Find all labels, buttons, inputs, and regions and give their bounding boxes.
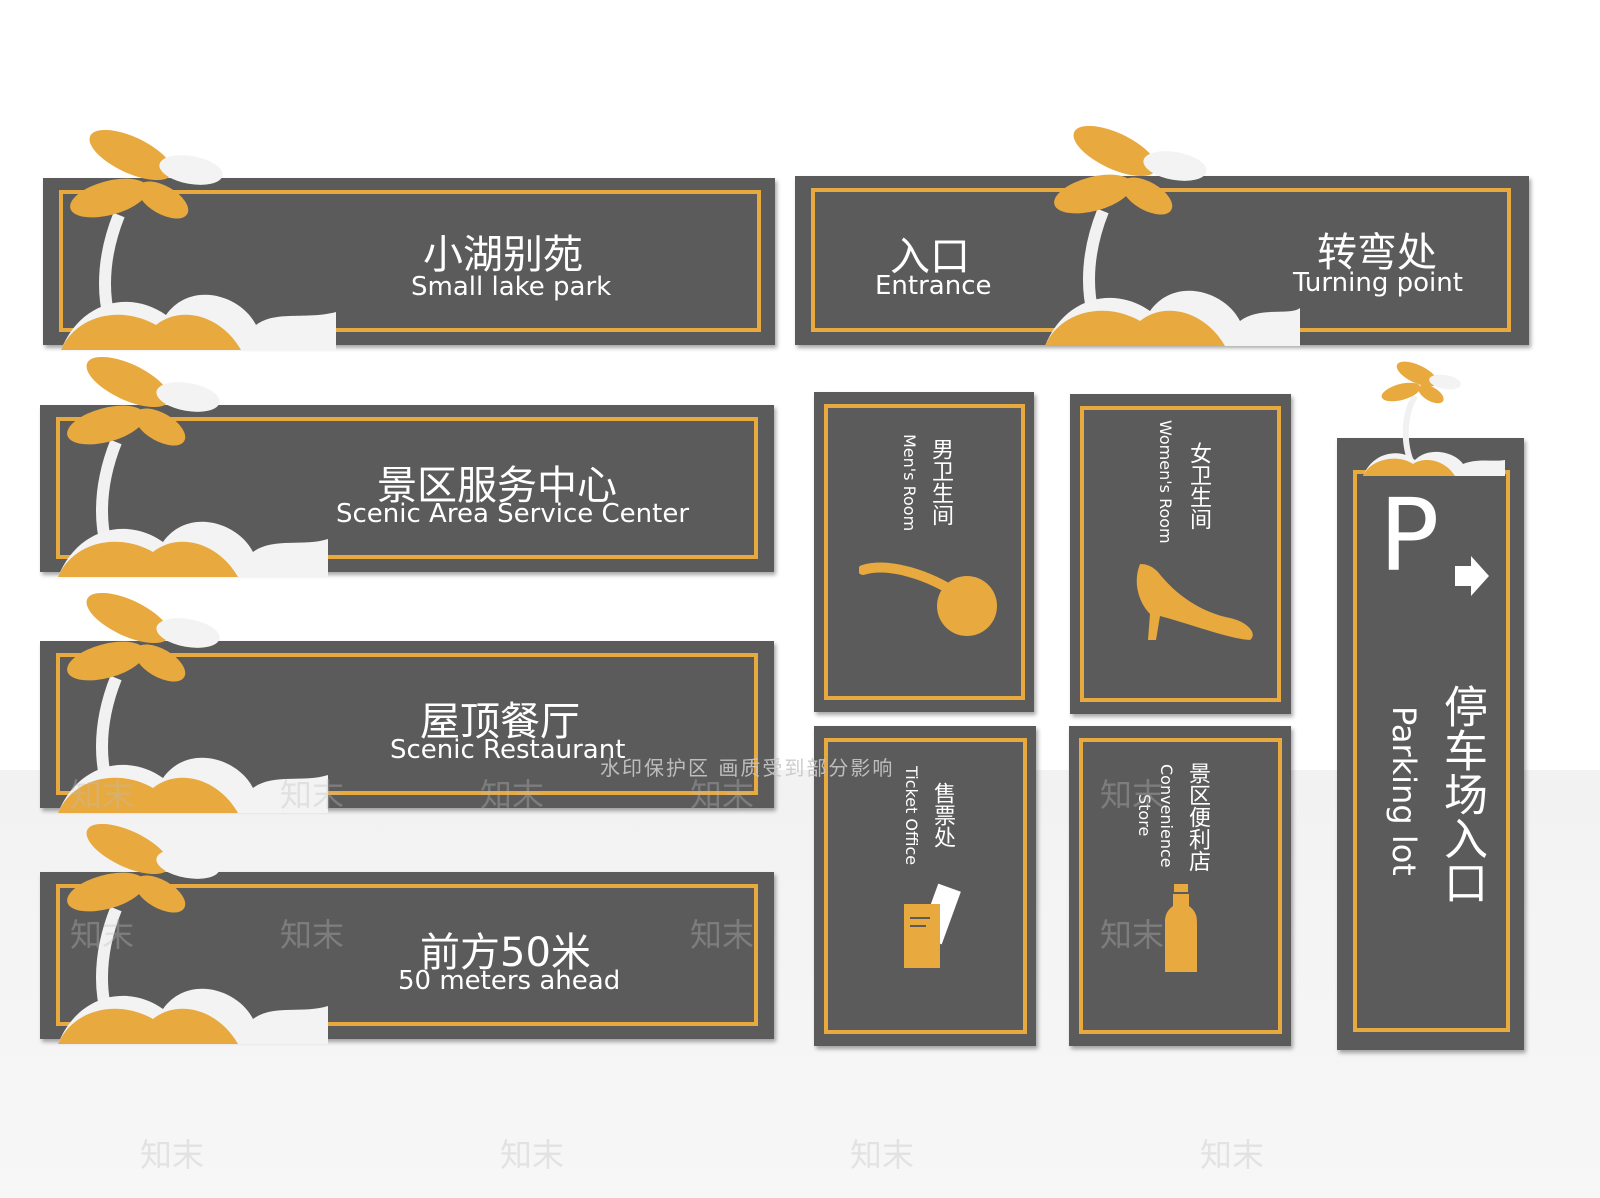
sign-frame <box>56 653 758 795</box>
sign-frame <box>56 417 758 559</box>
sign-title-cn: 屋顶餐厅 <box>420 699 580 745</box>
watermark-band-text: 水印保护区 画质受到部分影响 <box>600 756 895 780</box>
sign-title-en: Scenic Restaurant <box>390 735 626 765</box>
sign-restaurant: 屋顶餐厅 Scenic Restaurant <box>40 592 774 813</box>
sign-frame <box>1079 738 1282 1034</box>
sign-frame <box>59 190 761 332</box>
convenience-store-cn: 景区便利店 <box>1185 762 1210 872</box>
ticket-icon <box>904 883 961 968</box>
turning-title-cn: 转弯处 <box>1317 230 1437 276</box>
palm-tree-icon <box>1363 361 1505 476</box>
sign-title-cn: 前方50米 <box>420 930 591 976</box>
sign-entrance-turning: 入口 Entrance 转弯处 Turning point <box>795 125 1529 346</box>
turning-title-en: Turning point <box>1293 268 1463 298</box>
sign-title-en: Scenic Area Service Center <box>336 499 690 529</box>
sign-ticket-office: 售票处 Ticket Office <box>814 726 1036 1046</box>
sign-frame <box>824 738 1027 1034</box>
sign-parking: P 停车场入口 Parking lot <box>1337 361 1524 1050</box>
ticket-office-en: Ticket Office <box>902 766 921 866</box>
sign-50-meters-ahead: 前方50米 50 meters ahead <box>40 823 774 1044</box>
ticket-office-cn: 售票处 <box>930 782 955 848</box>
high-heel-icon <box>1136 564 1253 640</box>
sign-womens-room: 女卫生间 Women's Room <box>1070 394 1291 714</box>
parking-en: Parking lot <box>1385 706 1423 876</box>
womens-room-en: Women's Room <box>1156 420 1175 544</box>
arrow-right-icon <box>1455 556 1489 596</box>
palm-tree-icon <box>61 129 336 350</box>
convenience-store-en-line1: Convenience <box>1157 764 1176 868</box>
womens-room-cn: 女卫生间 <box>1186 442 1211 530</box>
sign-frame <box>56 884 758 1026</box>
sign-frame <box>1080 406 1281 702</box>
palm-tree-icon <box>58 356 328 577</box>
mens-room-cn: 男卫生间 <box>928 438 953 526</box>
parking-letter: P <box>1379 477 1440 594</box>
mens-room-en: Men's Room <box>900 434 919 532</box>
entrance-title-cn: 入口 <box>890 234 970 280</box>
sign-title-en: 50 meters ahead <box>398 966 621 996</box>
sign-title-cn: 景区服务中心 <box>377 463 617 509</box>
sign-frame <box>824 404 1025 700</box>
palm-tree-icon <box>58 592 328 813</box>
sign-title-en: Small lake park <box>411 272 612 302</box>
palm-tree-icon <box>58 823 328 1044</box>
bottle-icon <box>1165 884 1197 972</box>
sign-convenience-store: 景区便利店 Convenience Store <box>1069 726 1291 1046</box>
sign-service-center: 景区服务中心 Scenic Area Service Center <box>40 356 774 577</box>
palm-tree-icon <box>1045 125 1300 346</box>
sign-title-cn: 小湖别苑 <box>423 232 583 278</box>
parking-cn: 停车场入口 <box>1436 684 1487 904</box>
convenience-store-en-line2: Store <box>1135 794 1154 837</box>
entrance-title-en: Entrance <box>875 271 992 301</box>
sign-mens-room: 男卫生间 Men's Room <box>814 392 1034 712</box>
watermark-band: 水印保护区 画质受到部分影响 <box>0 752 1600 780</box>
pipe-icon <box>859 562 997 636</box>
sign-small-lake-park: 小湖别苑 Small lake park <box>43 129 775 350</box>
